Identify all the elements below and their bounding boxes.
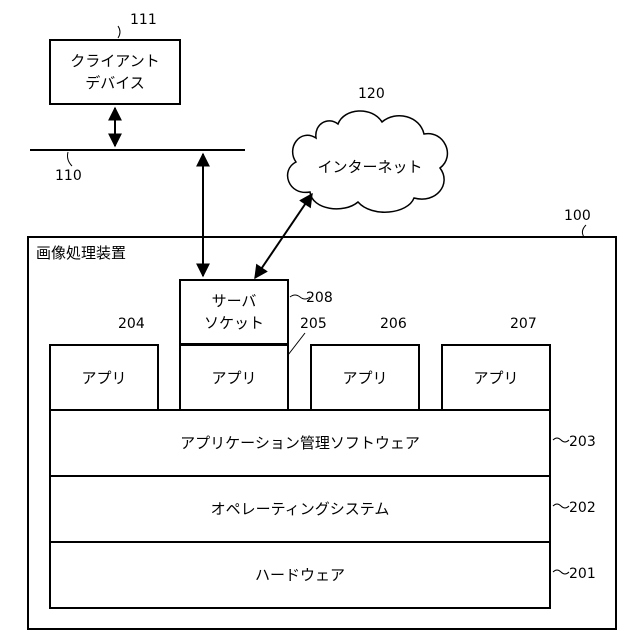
app-label: アプリ: [342, 369, 387, 387]
layer-leader: [553, 438, 569, 442]
app-204: アプリ 204: [50, 316, 158, 410]
app-label: アプリ: [211, 369, 256, 387]
apparatus-ref: 100: [564, 208, 591, 224]
app-label: アプリ: [81, 369, 126, 387]
app-ref: 206: [380, 316, 407, 332]
app-ref: 204: [118, 316, 145, 332]
internet-label: インターネット: [317, 158, 422, 176]
client-device-ref: 111: [130, 12, 157, 28]
app-206: アプリ 206: [311, 316, 419, 410]
layer-leader: [553, 504, 569, 508]
app-ref: 207: [510, 316, 537, 332]
layer-leader: [553, 570, 569, 574]
network: 110: [30, 150, 245, 184]
server-socket-ref: 208: [306, 290, 333, 306]
layer-hardware: ハードウェア 201: [50, 542, 596, 608]
network-leader: [68, 152, 73, 166]
app-205-leader: [288, 333, 305, 355]
internet-ref: 120: [358, 86, 385, 102]
client-device-box: [50, 40, 180, 104]
apparatus-title: 画像処理装置: [36, 244, 126, 262]
internet-cloud: インターネット 120: [288, 86, 448, 212]
server-socket-box: [180, 280, 288, 344]
app-label: アプリ: [473, 369, 518, 387]
layer-app-management: アプリケーション管理ソフトウェア 203: [50, 410, 596, 476]
layer-ref: 203: [569, 434, 596, 450]
client-device-label-line1: クライアント: [70, 52, 159, 70]
server-socket-label-line2: ソケット: [204, 314, 264, 332]
client-device-leader: [118, 26, 120, 38]
layer-label: ハードウェア: [255, 566, 345, 584]
layer-os: オペレーティングシステム 202: [50, 476, 596, 542]
apparatus-leader: [582, 225, 586, 237]
app-ref: 205: [300, 316, 327, 332]
layer-ref: 202: [569, 500, 596, 516]
layer-ref: 201: [569, 566, 596, 582]
client-device-label-line2: デバイス: [85, 74, 145, 92]
layer-label: オペレーティングシステム: [211, 500, 390, 518]
app-207: アプリ 207: [442, 316, 550, 410]
server-socket-label-line1: サーバ: [212, 292, 257, 310]
layer-label: アプリケーション管理ソフトウェア: [180, 434, 420, 452]
server-socket: サーバ ソケット 208: [180, 280, 333, 344]
client-device: クライアント デバイス 111: [50, 12, 180, 104]
network-ref: 110: [55, 168, 82, 184]
